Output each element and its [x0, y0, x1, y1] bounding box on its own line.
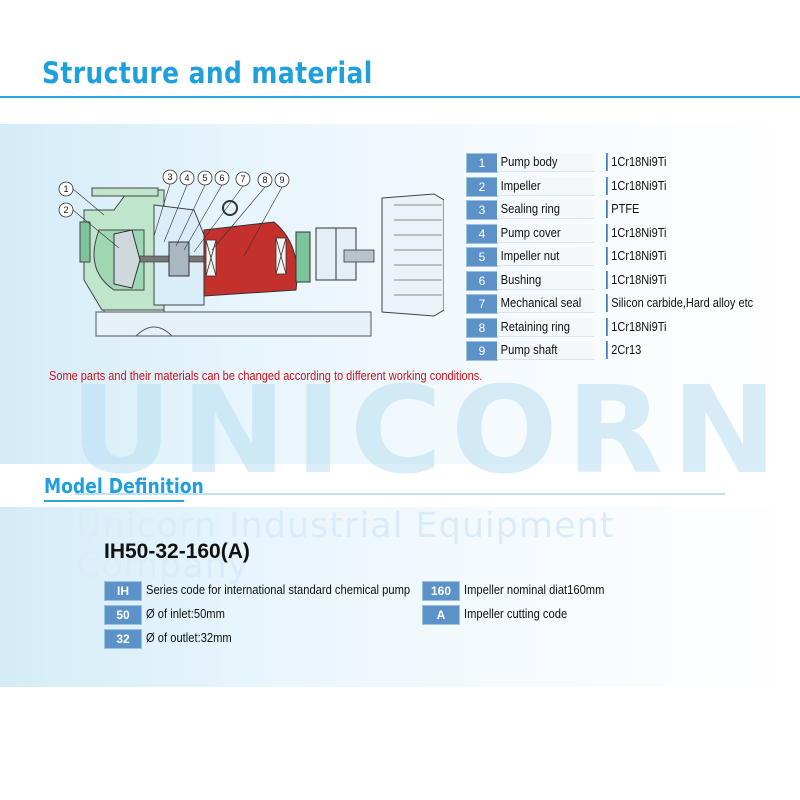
definition-text: Impeller nominal diat160mm	[464, 582, 605, 597]
motor	[381, 193, 444, 317]
part-name: Pump shaft	[497, 341, 595, 360]
definition-tag: 32	[104, 629, 142, 649]
part-row: 4 Pump cover 1Cr18Ni9Ti	[466, 223, 786, 244]
bearing-housing	[203, 221, 298, 297]
part-row: 1 Pump body 1Cr18Ni9Ti	[466, 153, 786, 173]
mechanical-seal	[168, 241, 190, 277]
callout-2: 2	[63, 205, 68, 215]
part-material: 1Cr18Ni9Ti	[606, 247, 743, 265]
part-name: Mechanical seal	[497, 294, 595, 313]
part-number: 1	[466, 153, 498, 173]
part-material: 1Cr18Ni9Ti	[606, 317, 743, 336]
base-arch	[135, 326, 173, 337]
part-material: 1Cr18Ni9Ti	[606, 176, 743, 195]
callout-6: 6	[219, 173, 224, 183]
watermark-company: Unicorn Industrial Equipment Company	[76, 506, 615, 586]
page-title: Structure and material	[42, 56, 373, 90]
part-row: 6 Bushing 1Cr18Ni9Ti	[466, 270, 786, 291]
inlet-flange	[91, 187, 159, 197]
callout-8: 8	[262, 175, 267, 185]
callout-7: 7	[240, 174, 245, 184]
part-name: Sealing ring	[497, 200, 595, 219]
lifting-eye	[222, 200, 238, 216]
definition-tag: 160	[422, 581, 460, 601]
part-number: 5	[466, 247, 498, 267]
base-frame	[95, 311, 372, 337]
part-row: 5 Impeller nut 1Cr18Ni9Ti	[466, 247, 786, 267]
part-material: 1Cr18Ni9Ti	[606, 223, 743, 242]
callout-9: 9	[279, 175, 284, 185]
material-note: Some parts and their materials can be ch…	[49, 369, 483, 383]
part-row: 2 Impeller 1Cr18Ni9Ti	[466, 176, 786, 197]
part-row: 7 Mechanical seal Silicon carbide,Hard a…	[466, 294, 786, 314]
definition-text: Ø of outlet:32mm	[146, 630, 232, 645]
part-number: 7	[466, 294, 498, 314]
part-name: Retaining ring	[497, 317, 595, 337]
part-material: 1Cr18Ni9Ti	[606, 270, 743, 289]
callout-5: 5	[202, 173, 207, 183]
definition-tag: A	[422, 605, 460, 625]
definition-text: Impeller cutting code	[464, 606, 568, 621]
callout-1: 1	[63, 184, 68, 194]
part-name: Impeller nut	[497, 247, 595, 266]
part-number: 6	[466, 270, 498, 291]
part-material: 2Cr13	[606, 341, 743, 359]
watermark-divider	[75, 493, 725, 495]
bearing-endcap	[295, 231, 311, 283]
impeller-part	[113, 229, 141, 289]
watermark-logo: UNICORN	[70, 362, 786, 501]
part-material: 1Cr18Ni9Ti	[606, 153, 743, 171]
part-row: 8 Retaining ring 1Cr18Ni9Ti	[466, 317, 786, 338]
part-material: PTFE	[606, 200, 743, 218]
model-definition-divider	[44, 500, 184, 502]
part-number: 2	[466, 176, 498, 197]
part-row: 3 Sealing ring PTFE	[466, 200, 786, 220]
model-code: IH50-32-160(A)	[104, 540, 250, 563]
callout-3: 3	[167, 172, 172, 182]
callout-4: 4	[184, 173, 189, 183]
part-number: 3	[466, 200, 498, 220]
model-definition-title: Model Definition	[44, 474, 204, 498]
part-name: Pump body	[497, 153, 595, 172]
definition-tag: IH	[104, 581, 142, 601]
definition-text: Series code for international standard c…	[146, 582, 411, 597]
title-divider	[0, 96, 800, 98]
pump-structure-diagram: 1 2 3 4 5 6 7 8 9	[58, 169, 444, 337]
suction-flange	[79, 221, 91, 263]
part-name: Bushing	[497, 270, 595, 290]
definition-tag: 50	[104, 605, 142, 625]
part-name: Pump cover	[497, 223, 595, 243]
definition-text: Ø of inlet:50mm	[146, 606, 225, 621]
part-number: 8	[466, 317, 498, 338]
part-name: Impeller	[497, 176, 595, 196]
part-number: 9	[466, 341, 498, 361]
part-number: 4	[466, 223, 498, 244]
part-material: Silicon carbide,Hard alloy etc	[606, 294, 753, 312]
part-row: 9 Pump shaft 2Cr13	[466, 341, 786, 361]
